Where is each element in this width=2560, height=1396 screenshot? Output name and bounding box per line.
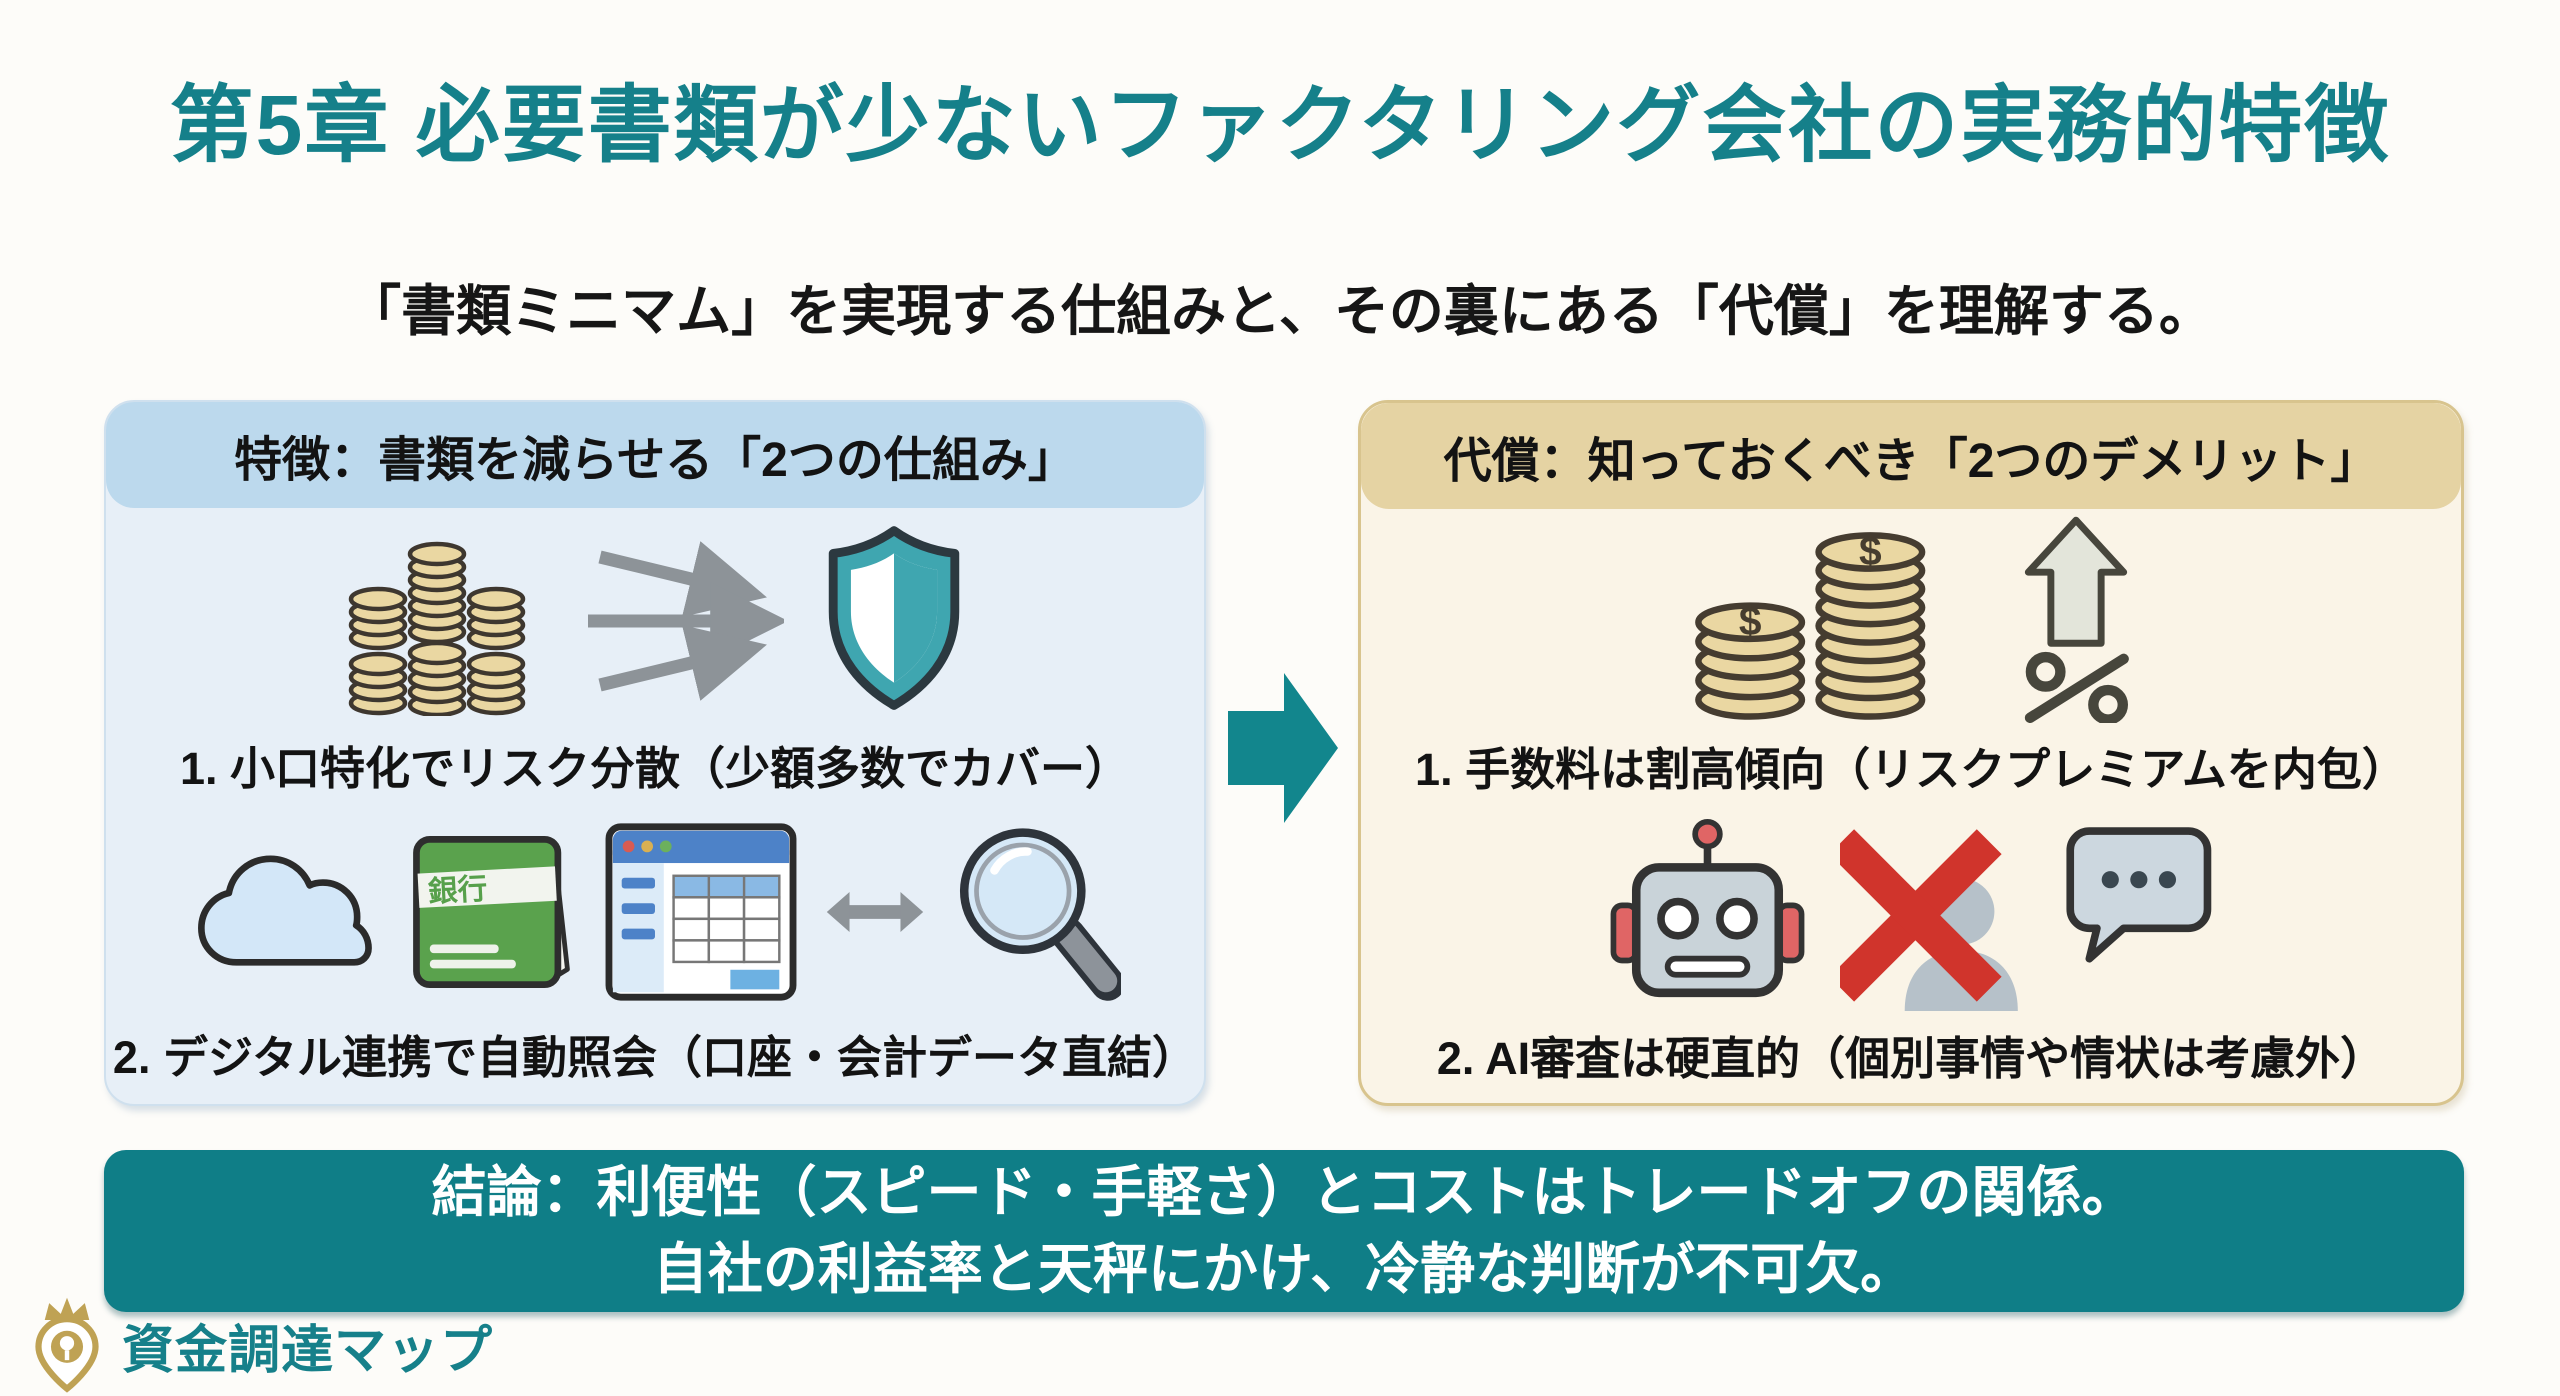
drawbacks-panel-header: 代償：知っておくべき「2つのデメリット」	[1361, 403, 2461, 509]
conclusion-line-1: 結論：利便性（スピード・手軽さ）とコストはトレードオフの関係。	[431, 1161, 2137, 1223]
converging-arrows-icon	[588, 541, 784, 701]
brand-logo-pin-icon	[35, 1297, 99, 1393]
rejected-person-icon	[1840, 828, 2018, 1011]
page-subtitle: 「書類ミニマム」を実現する仕組みと、その裏にある「代償」を理解する。	[346, 280, 2214, 342]
dollar-coin-stacks-icon: $ $	[1677, 528, 1962, 723]
right-block-arrow-icon	[1228, 673, 1338, 823]
drawbacks-item-2: 2. AI審査は硬直的（個別事情や情状は考慮外）	[1436, 1033, 2386, 1084]
conclusion-banner: 結論：利便性（スピード・手軽さ）とコストはトレードオフの関係。 自社の利益率と天…	[104, 1150, 2464, 1312]
double-arrow-icon	[826, 892, 924, 932]
spreadsheet-window-icon	[605, 823, 797, 1001]
digital-link-icon-row: 銀行	[106, 817, 1204, 1007]
features-item-2: 2. デジタル連携で自動照会（口座・会計データ直結）	[112, 1032, 1198, 1083]
conclusion-line-2: 自社の利益率と天秤にかけ、冷静な判断が不可欠。	[652, 1238, 1916, 1300]
drawbacks-panel: 代償：知っておくべき「2つのデメリット」 $ $	[1358, 400, 2464, 1106]
speech-bubble-icon	[2066, 827, 2212, 963]
magnifier-icon	[959, 828, 1121, 1001]
robot-icon	[1610, 818, 1805, 998]
drawbacks-item-1: 1. 手数料は割高傾向（リスクプレミアムを内包）	[1415, 744, 2407, 795]
shield-icon	[828, 526, 960, 710]
brand-footer: 資金調達マップ	[26, 1296, 493, 1394]
cloud-icon	[198, 855, 372, 966]
features-item-1: 1. 小口特化でリスク分散（少額多数でカバー）	[179, 743, 1131, 794]
page-title: 第5章 必要書類が少ないファクタリング会社の実務的特徴	[169, 78, 2391, 172]
bankbook-label: 銀行	[427, 873, 488, 909]
dollar-sign-tall-stack: $	[1859, 528, 1882, 574]
features-panel-header: 特徴：書類を減らせる「2つの仕組み」	[106, 402, 1204, 508]
bankbook-icon: 銀行	[413, 836, 570, 988]
dollar-sign-small-stack: $	[1738, 598, 1761, 644]
rate-up-percent-icon	[2024, 516, 2129, 723]
coin-cluster-icon	[340, 520, 550, 716]
ai-screening-icon-row	[1361, 818, 2461, 1011]
high-fee-icon-row: $ $	[1361, 516, 2461, 723]
features-panel: 特徴：書類を減らせる「2つの仕組み」	[104, 400, 1206, 1106]
risk-distribution-icon-row	[106, 518, 1204, 718]
brand-name: 資金調達マップ	[122, 1321, 494, 1380]
